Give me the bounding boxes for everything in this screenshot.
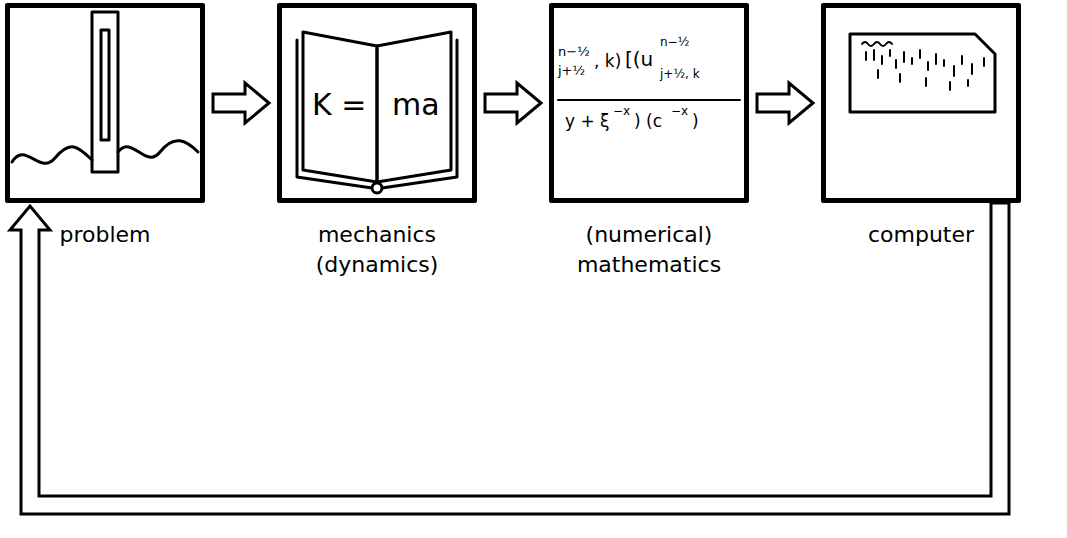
hollow-arrow [485,83,541,123]
formula-term: −x [613,105,630,118]
book-text: ma [392,88,440,121]
hollow-arrow [213,83,269,123]
box-caption: problem [10,220,200,250]
box-caption: mechanics (dynamics) [282,220,472,280]
process-box: mechanics (dynamics) [277,3,477,203]
formula-term: , k) [594,52,621,71]
formula-term: [(u [625,48,653,70]
tower-illustration [12,12,198,172]
formula-term: ) [692,112,699,131]
formula-term: j+½, k [660,68,700,81]
hollow-arrow [757,83,813,123]
formula-term: n−½ [660,36,689,49]
process-box: computer [821,3,1021,203]
fraction-bar [558,99,740,101]
formula-term: −x [671,105,688,118]
process-box: problem [5,3,205,203]
book-text: K = [312,88,366,121]
box-caption: computer [826,220,1016,250]
hollow-arrow [10,203,1009,514]
formula-term: ) (c [634,112,662,131]
box-caption: (numerical) mathematics [554,220,744,280]
computer-illustration [850,34,995,112]
process-box: (numerical) mathematics [549,3,749,203]
book-illustration [297,32,457,193]
formula-term: j+½ [558,64,585,78]
formula-term: n−½ [558,45,590,59]
formula-term: y + ξ [565,112,610,131]
